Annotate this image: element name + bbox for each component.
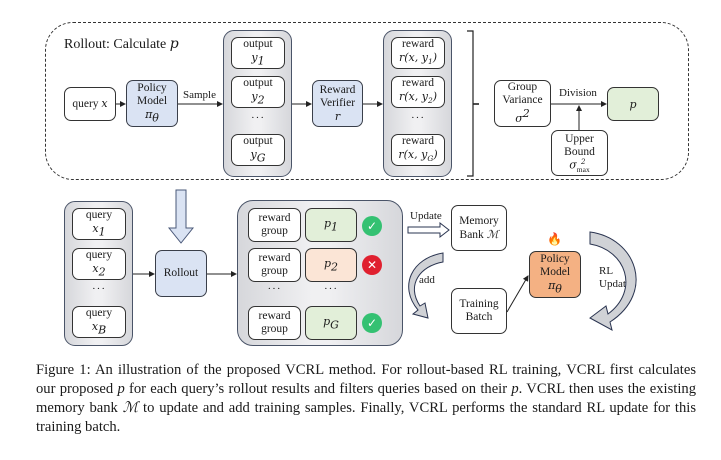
groups-ellipsis: ··· xyxy=(267,283,282,295)
output-box: output y2 xyxy=(231,76,285,108)
rollout-box: Rollout xyxy=(155,250,207,297)
p-value-box: p1 xyxy=(305,208,357,242)
add-label: add xyxy=(419,274,435,286)
update-arrow xyxy=(407,221,450,239)
query-item: query xB xyxy=(72,306,126,338)
cross-icon: ✕ xyxy=(362,255,382,275)
check-icon: ✓ xyxy=(362,313,382,333)
reward-box: reward r(x, y2) xyxy=(391,76,445,108)
rewards-ellipsis: ··· xyxy=(411,112,425,124)
figure-caption: Figure 1: An illustration of the propose… xyxy=(36,362,696,435)
update-label: Update xyxy=(410,210,442,222)
rollout-panel-title: Rollout: Calculate p xyxy=(64,36,179,52)
reward-group-box: reward group xyxy=(248,306,301,340)
sample-label: Sample xyxy=(183,89,216,101)
p-value-box: p2 xyxy=(305,248,357,282)
rollout-panel xyxy=(45,22,689,180)
reward-group-box: reward group xyxy=(248,248,301,282)
training-batch-box: Training Batch xyxy=(451,288,507,334)
p-ellipsis: ··· xyxy=(324,283,338,295)
check-icon: ✓ xyxy=(362,216,382,236)
p-result-box: p xyxy=(607,87,659,121)
memory-bank-box: Memory Bank ℳ xyxy=(451,205,507,251)
p-value-box: pG xyxy=(305,306,357,340)
group-variance-box: Group Variance σ2 xyxy=(494,80,551,127)
rollout-down-arrow xyxy=(167,189,195,244)
division-label: Division xyxy=(559,87,597,99)
reward-box: reward r(x, yG) xyxy=(391,134,445,166)
arrow-batch-to-policy xyxy=(506,275,529,313)
outputs-ellipsis: ··· xyxy=(251,112,265,124)
rl-update-label: RL Update xyxy=(599,265,631,290)
reward-verifier-box: Reward Verifier r xyxy=(312,80,363,127)
query-box: query x xyxy=(64,87,116,121)
query-item: query x2 xyxy=(72,248,126,280)
reward-box: reward r(x, y1) xyxy=(391,37,445,69)
output-box: output y1 xyxy=(231,37,285,69)
query-item: query x1 xyxy=(72,208,126,240)
output-box: output yG xyxy=(231,134,285,166)
fire-icon: 🔥 xyxy=(547,232,562,246)
queries-ellipsis: ··· xyxy=(92,283,106,295)
policy-model-box: Policy Model πθ xyxy=(126,80,178,127)
reward-group-box: reward group xyxy=(248,208,301,242)
policy-model-trained-box: Policy Model πθ xyxy=(529,251,581,298)
